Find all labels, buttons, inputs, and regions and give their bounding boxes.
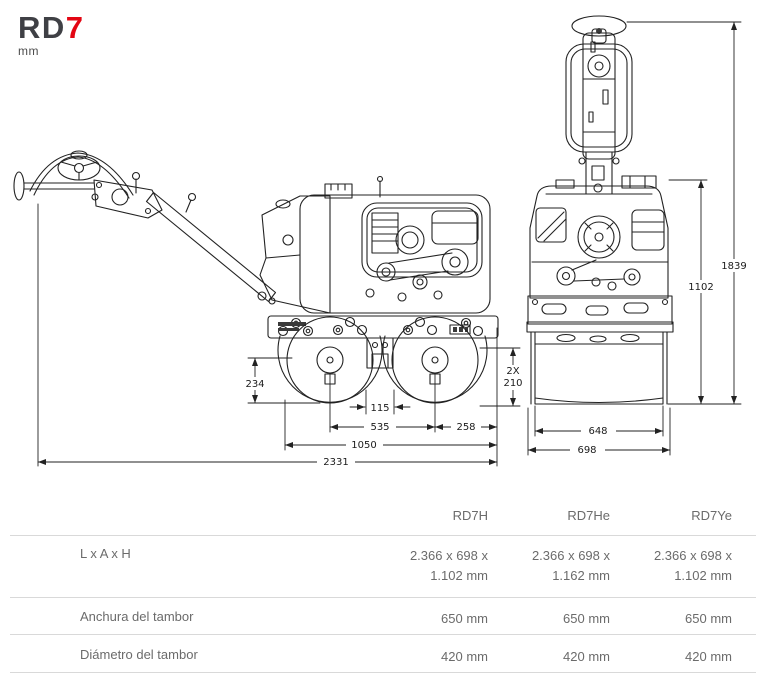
cell-anchura-rd7ye: 650 mm (685, 611, 732, 626)
column-header-rd7h: RD7H (452, 508, 488, 523)
dimension-labels: 234 2X 210 115 535 258 1050 2331 648 698… (241, 259, 751, 468)
dimension-unit-label: mm (18, 44, 39, 58)
chassis-side (267, 315, 499, 339)
dim-label-535: 535 (370, 422, 389, 433)
value-line: 2.366 x 698 x (409, 548, 488, 563)
rear-view-drawing (526, 15, 674, 405)
table-divider (10, 535, 756, 536)
product-model-number: 7 (65, 10, 85, 45)
row-label: Diámetro del tambor (80, 647, 198, 662)
dim-label-1102: 1102 (688, 282, 713, 293)
side-view-drawing (13, 150, 499, 404)
cell-lah-rd7ye: 2.366 x 698 x 1.102 mm (610, 546, 732, 597)
cell-lah-rd7h: 2.366 x 698 x 1.102 mm (340, 546, 488, 597)
dim-label-234: 234 (245, 379, 264, 390)
dim-label-210: 210 (503, 378, 522, 389)
cell-anchura-rd7he: 650 mm (563, 611, 610, 626)
header-label-spacer (10, 506, 340, 535)
machine-body-rear (529, 175, 669, 299)
dim-label-2x: 2X (506, 366, 519, 377)
dim-label-258: 258 (456, 422, 475, 433)
dim-label-1050: 1050 (351, 440, 376, 451)
rear-view-dimension-lines (527, 21, 742, 456)
table-row-dimensions: L x A x H 2.366 x 698 x 1.102 mm 2.366 x… (10, 536, 756, 597)
dim-label-2331: 2331 (323, 457, 348, 468)
value-line: 2.366 x 698 x (531, 548, 610, 563)
dim-label-1839: 1839 (721, 261, 746, 272)
guide-handle-side (13, 150, 163, 219)
cell-diametro-rd7he: 420 mm (563, 649, 610, 664)
cell-lah-rd7he: 2.366 x 698 x 1.162 mm (488, 546, 610, 597)
column-header-rd7ye: RD7Ye (691, 508, 732, 523)
dim-label-115: 115 (370, 403, 389, 414)
value-line: 1.102 mm (430, 568, 488, 583)
dim-label-648: 648 (588, 426, 607, 437)
product-series: RD (18, 10, 66, 45)
machine-body-side (259, 175, 491, 314)
spec-table: RD7H RD7He RD7Ye L x A x H 2.366 x 698 x… (10, 497, 756, 673)
cell-diametro-rd7h: 420 mm (441, 649, 488, 664)
table-divider (10, 634, 756, 635)
product-logo: RD7 mm (18, 12, 85, 58)
tiller-arm (145, 191, 277, 305)
dimension-drawing: 234 2X 210 115 535 258 1050 2331 648 698… (13, 15, 751, 468)
row-label: Anchura del tambor (80, 609, 194, 624)
table-row-drum-width: Anchura del tambor 650 mm 650 mm 650 mm (10, 598, 756, 634)
table-row-drum-diameter: Diámetro del tambor 420 mm 420 mm 420 mm (10, 635, 756, 672)
value-line: 2.366 x 698 x (653, 548, 732, 563)
table-divider (10, 672, 756, 673)
column-header-rd7he: RD7He (567, 508, 610, 523)
chassis-rear (527, 295, 673, 325)
row-label: L x A x H (80, 546, 131, 561)
value-line: 1.162 mm (552, 568, 610, 583)
value-line: 1.102 mm (674, 568, 732, 583)
side-view-dimension-lines (37, 203, 521, 467)
spec-table-header-row: RD7H RD7He RD7Ye (10, 497, 756, 535)
guide-handle-rear (565, 15, 633, 195)
table-divider (10, 597, 756, 598)
cell-anchura-rd7h: 650 mm (441, 611, 488, 626)
cell-diametro-rd7ye: 420 mm (685, 649, 732, 664)
drum-rear (526, 321, 674, 405)
product-logo-text: RD7 (18, 12, 85, 43)
dim-label-698: 698 (577, 445, 596, 456)
